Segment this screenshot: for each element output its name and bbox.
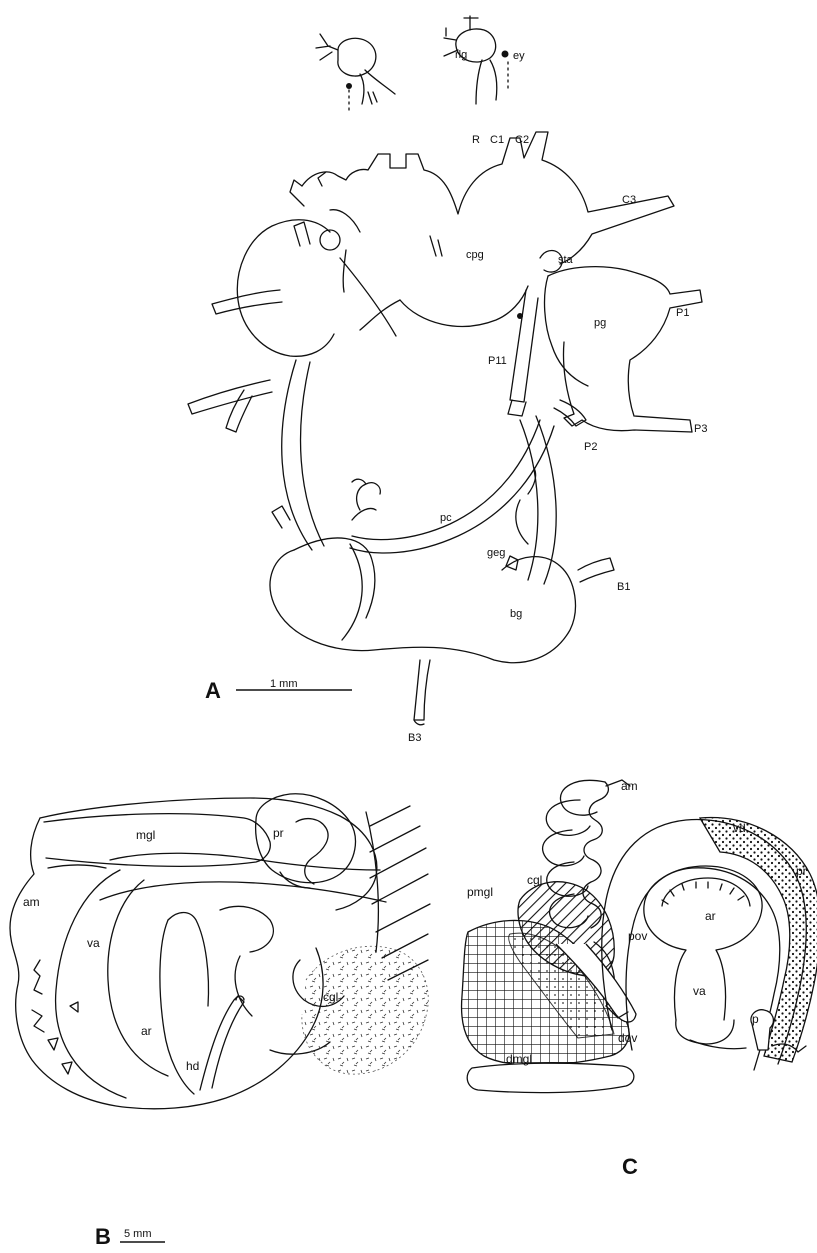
label-P11: P11 (488, 355, 507, 367)
label-P1: P1 (676, 307, 689, 319)
label-pmgl: pmgl (467, 885, 493, 899)
label-am: am (621, 779, 638, 793)
label-B3: B3 (408, 732, 421, 744)
rhinophore-ganglia (316, 16, 509, 110)
label-C1: C1 (490, 134, 504, 146)
panel-c-letter: C (622, 1154, 638, 1179)
panel-b-labels: mgl pr am va cgl ar hd (23, 826, 338, 1073)
panel-a-scale-label: 1 mm (270, 678, 298, 690)
label-cpg: cpg (466, 249, 484, 261)
buccal-ganglia (270, 468, 614, 725)
label-pr: pr (273, 826, 284, 840)
label-P3: P3 (694, 423, 707, 435)
label-ar: ar (705, 909, 716, 923)
label-cgl: cgl (527, 873, 542, 887)
label-bg: bg (510, 608, 522, 620)
panel-a: rlg ey R C1 C2 C3 cpg sta P1 pg P11 P3 P… (188, 16, 707, 744)
label-P2: P2 (584, 441, 597, 453)
label-pr: pr (796, 864, 807, 878)
label-pc: pc (440, 512, 452, 524)
label-va: va (87, 936, 100, 950)
label-sta: sta (558, 254, 574, 266)
label-dmgl: dmgl (506, 1052, 532, 1066)
label-am: am (23, 895, 40, 909)
panel-b: mgl pr am va cgl ar hd B 5 mm (10, 794, 430, 1249)
label-p: p (752, 1012, 759, 1026)
label-hd: hd (186, 1059, 199, 1073)
label-pg: pg (594, 317, 606, 329)
panel-b-letter: B (95, 1224, 111, 1249)
label-vd: vd (733, 821, 746, 835)
panel-a-letter: A (205, 678, 221, 703)
label-C2: C2 (515, 134, 529, 146)
label-rlg: rlg (455, 49, 467, 61)
panel-b-scale-label: 5 mm (124, 1228, 152, 1240)
label-ar: ar (141, 1024, 152, 1038)
label-pov: pov (628, 929, 647, 943)
label-C3: C3 (622, 194, 636, 206)
label-B1: B1 (617, 581, 630, 593)
label-geg: geg (487, 547, 505, 559)
reproductive-system-drawing (10, 794, 430, 1109)
label-va: va (693, 984, 706, 998)
panel-a-labels: rlg ey R C1 C2 C3 cpg sta P1 pg P11 P3 P… (408, 49, 707, 744)
label-cgl: cgl (323, 990, 338, 1004)
label-mgl: mgl (136, 828, 155, 842)
label-R: R (472, 134, 480, 146)
panel-c: am vd cgl pr pmgl ar pov va dov p dmgl C (462, 779, 817, 1179)
label-dov: dov (618, 1031, 637, 1045)
label-ey: ey (513, 50, 525, 62)
